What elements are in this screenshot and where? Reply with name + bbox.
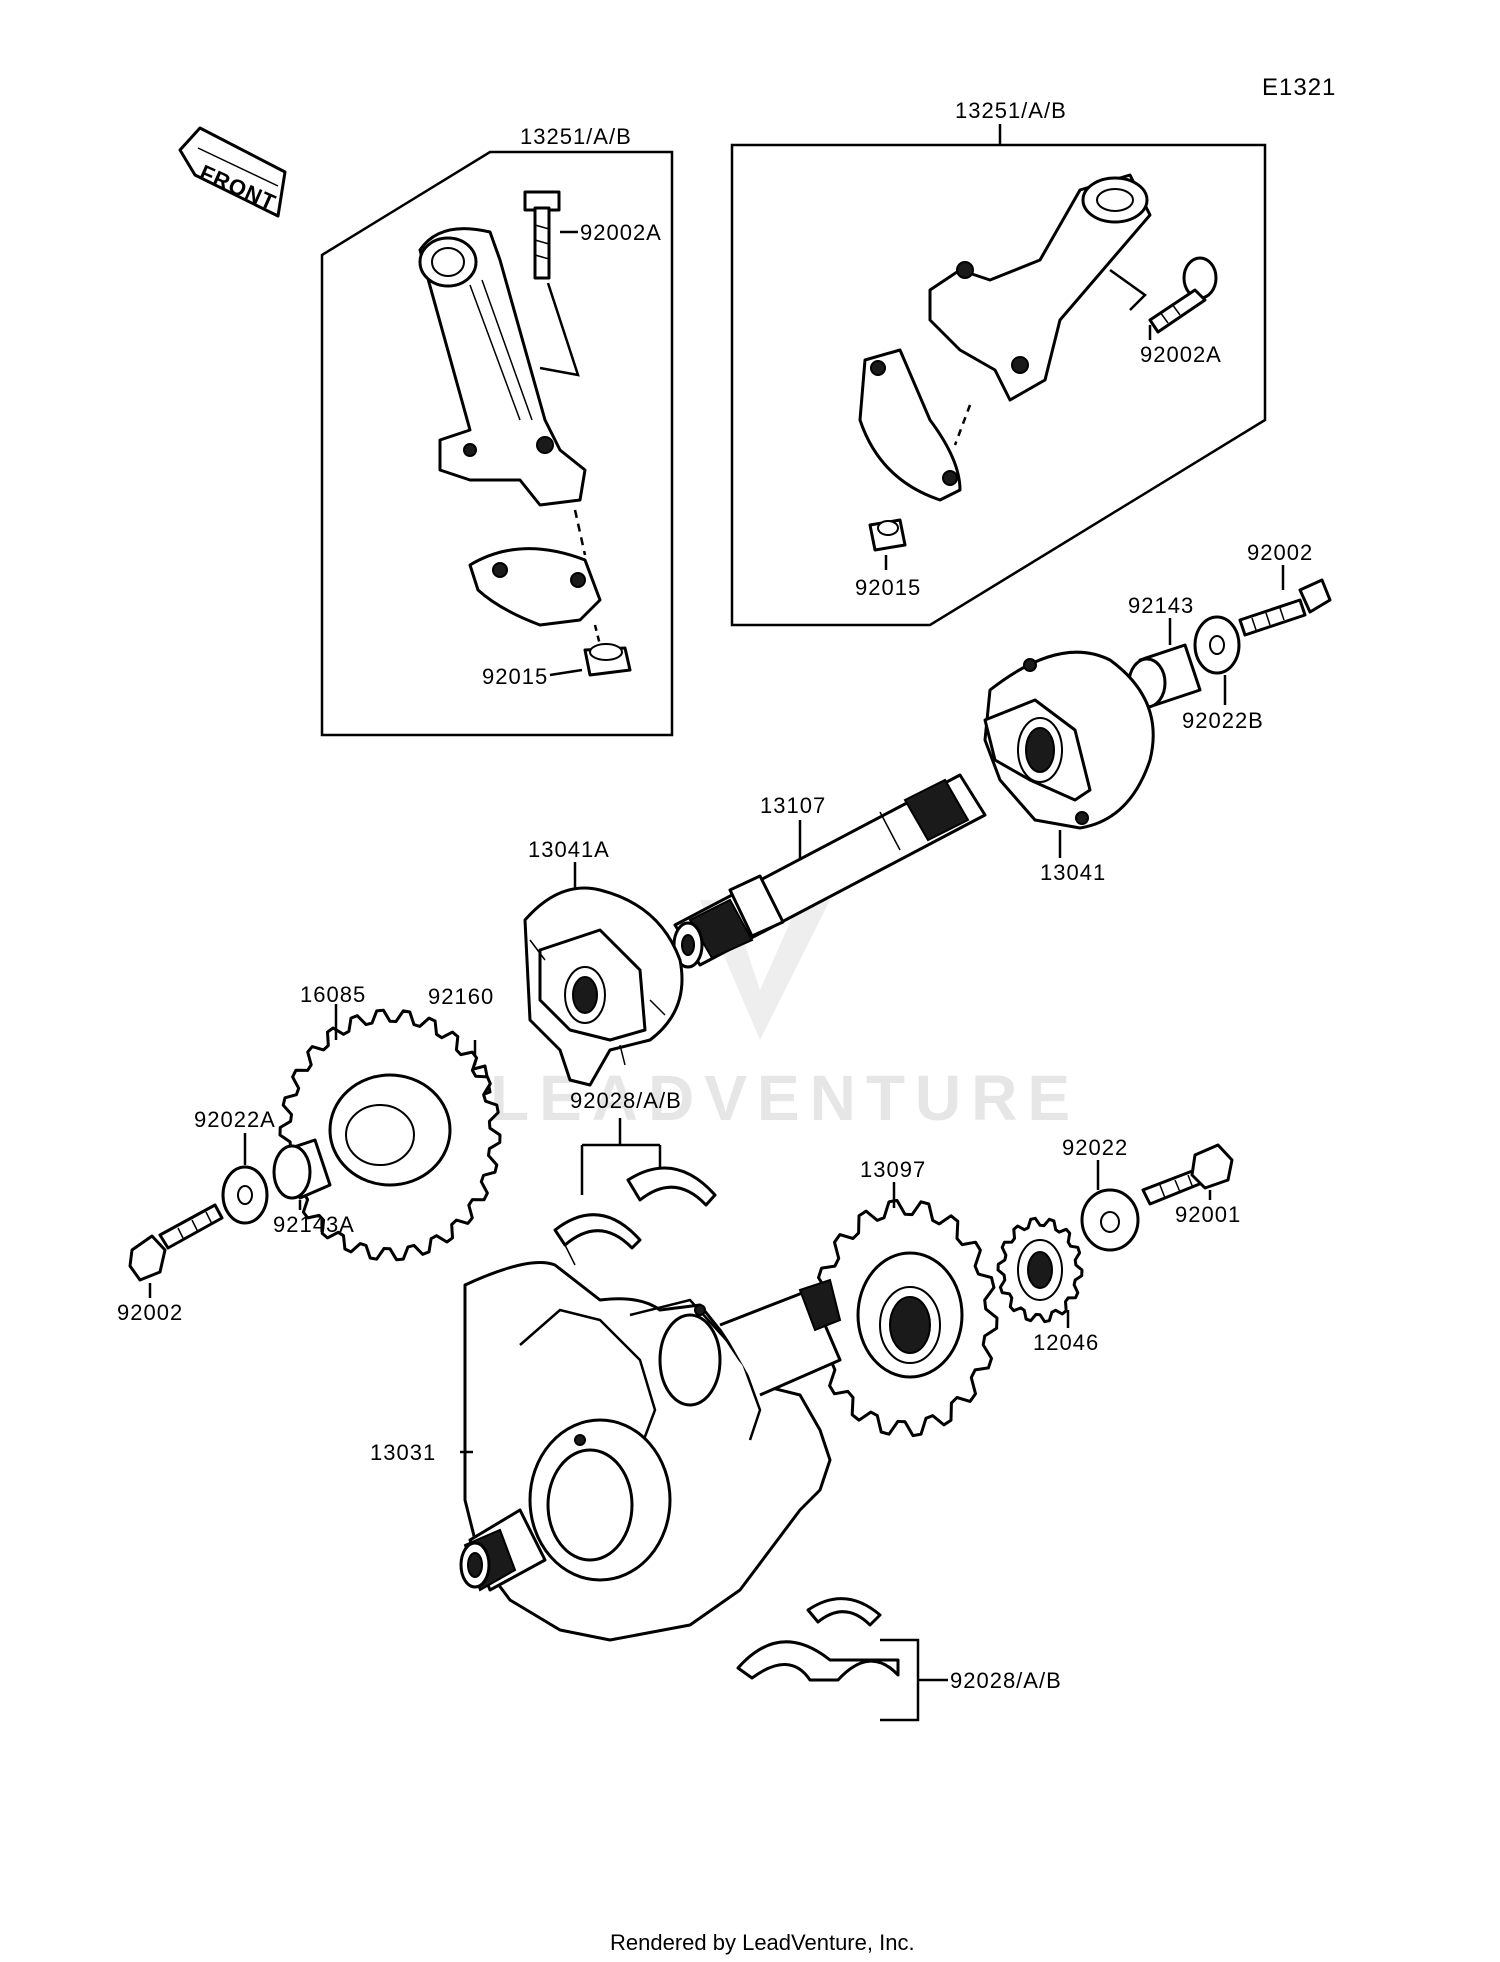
label-bolt-left: 92002A <box>580 220 662 245</box>
bolt-right-bottom-icon <box>1141 1143 1234 1206</box>
bolt-right-icon <box>1148 256 1218 334</box>
label-bolt-right: 92002A <box>1140 342 1222 367</box>
crankshaft <box>459 1261 842 1642</box>
nut-left-icon <box>583 643 632 677</box>
rod-left-box: 13251/A/B 92002A <box>320 124 674 737</box>
washer-top-icon <box>1193 615 1241 675</box>
label-washer-top: 92022B <box>1182 708 1264 733</box>
label-gear: 13097 <box>860 1157 926 1182</box>
bolt-left-bottom-icon <box>128 1203 224 1282</box>
rod-right-box: 13251/A/B 92002A 92015 <box>730 98 1267 627</box>
label-sprocket: 16085 <box>300 982 366 1007</box>
balancer-weight-right <box>983 650 1155 830</box>
label-washer-right: 92022 <box>1062 1135 1128 1160</box>
connecting-rod-left <box>418 227 587 507</box>
bolt-left-icon <box>523 190 561 280</box>
bearing-shell-mid-1 <box>553 1213 642 1266</box>
washer-right-icon <box>1080 1188 1140 1252</box>
diagram-id: E1321 <box>1262 74 1336 101</box>
label-gear-small: 12046 <box>1033 1330 1099 1355</box>
collar-top-icon <box>1127 643 1202 709</box>
balancer-shaft <box>672 773 987 969</box>
label-bolt-top-right: 92002 <box>1247 540 1313 565</box>
front-arrow-icon: FRONT <box>178 126 287 218</box>
label-weight-left: 13041A <box>528 837 610 862</box>
label-rod-right-group: 13251/A/B <box>955 98 1067 123</box>
label-washer-left: 92022A <box>194 1107 276 1132</box>
washer-left-icon <box>221 1165 269 1225</box>
label-nut-left: 92015 <box>482 664 548 689</box>
label-nut-right: 92015 <box>855 575 921 600</box>
label-shaft: 13107 <box>760 793 826 818</box>
label-weight-right: 13041 <box>1040 860 1106 885</box>
bearing-shell-bottom-1 <box>736 1640 900 1682</box>
balancer-weight-left <box>523 886 684 1087</box>
label-crankshaft: 13031 <box>370 1440 436 1465</box>
collar-left-icon <box>272 1138 332 1200</box>
label-bearings-mid: 92028/A/B <box>570 1088 682 1113</box>
label-bolt-left-bottom: 92002 <box>117 1300 183 1325</box>
rod-cap-left <box>468 547 602 627</box>
sprocket-icon <box>278 1008 502 1262</box>
rod-cap-right <box>858 348 962 502</box>
bearing-shell-bottom-2 <box>806 1597 882 1627</box>
label-key: 92160 <box>428 984 494 1009</box>
connecting-rod-right <box>928 173 1152 402</box>
label-rod-left-group: 13251/A/B <box>520 124 632 149</box>
label-bearings-bottom: 92028/A/B <box>950 1668 1062 1693</box>
nut-right-icon <box>868 518 907 552</box>
label-bolt-right-bottom: 92001 <box>1175 1202 1241 1227</box>
label-collar-left: 92143A <box>273 1212 355 1237</box>
bolt-top-right-icon <box>1238 578 1332 637</box>
gear-icon <box>811 1198 999 1438</box>
label-collar-top: 92143 <box>1128 593 1194 618</box>
small-gear-icon <box>996 1216 1084 1324</box>
footer-credit: Rendered by LeadVenture, Inc. <box>610 1930 915 1955</box>
bearing-shell-mid-2 <box>626 1166 717 1207</box>
